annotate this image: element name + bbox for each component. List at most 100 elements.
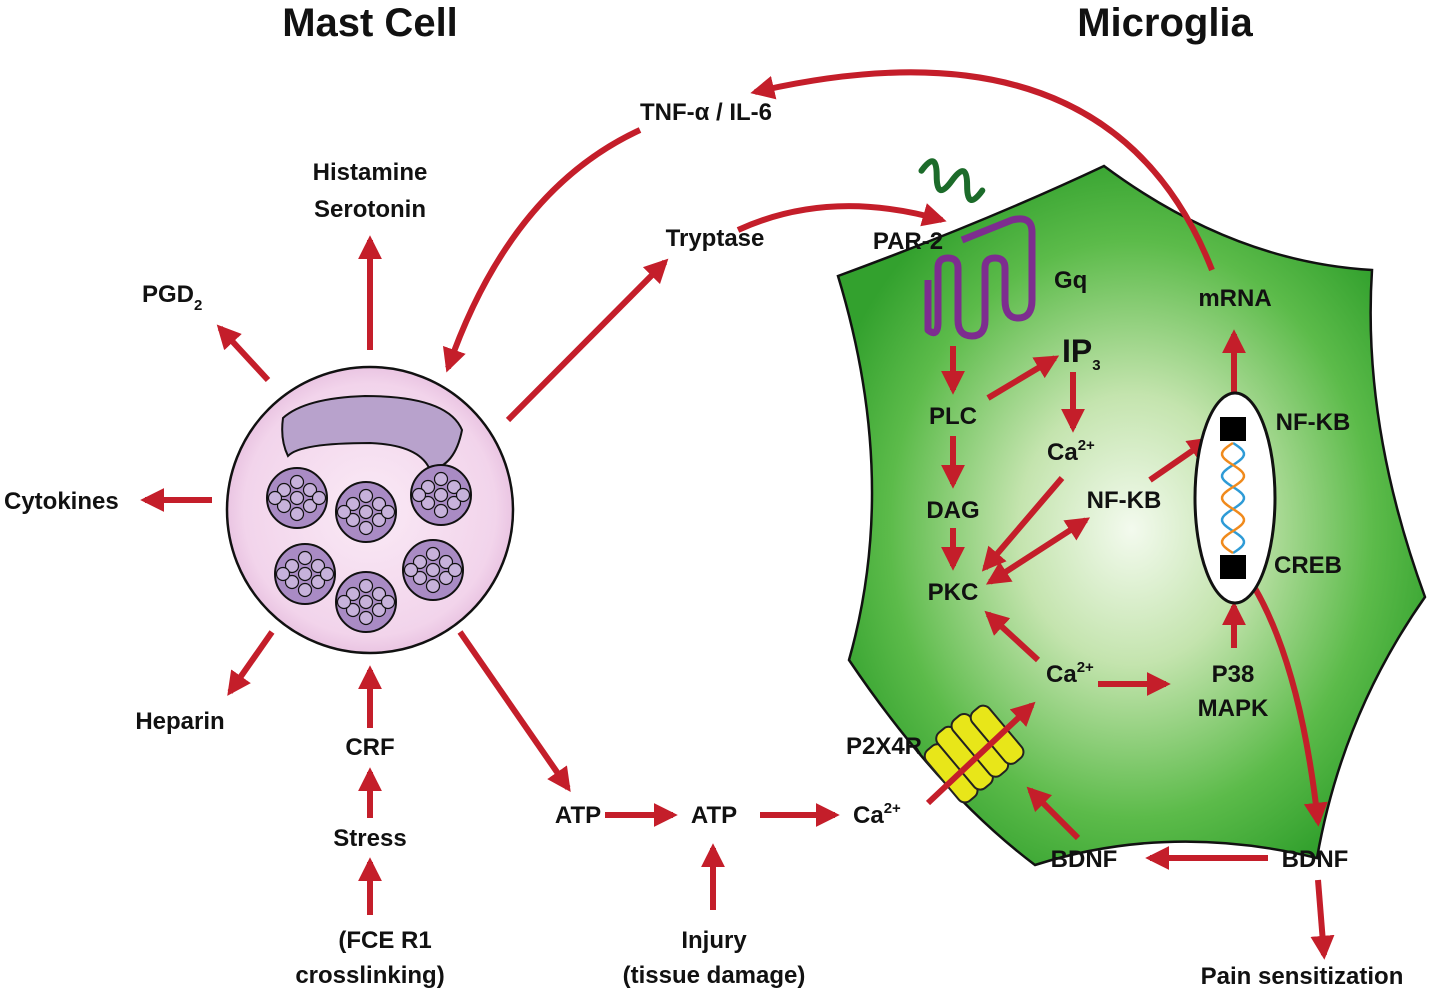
granule-vesicle xyxy=(310,558,326,574)
label-p2x4r: P2X4R xyxy=(846,733,922,760)
label-cytokines: Cytokines xyxy=(4,488,119,515)
arrow-to-pgd2 xyxy=(216,324,271,383)
granule-vesicle xyxy=(371,602,387,618)
label-plc: PLC xyxy=(929,403,977,430)
granule-vesicle xyxy=(358,578,374,594)
label-fce-line1: (FCE R1 xyxy=(338,927,431,954)
granule-vesicle xyxy=(345,512,361,528)
label-bdnf-left: BDNF xyxy=(1051,846,1118,873)
granule-vesicle xyxy=(371,496,387,512)
granule-vesicle xyxy=(425,546,441,562)
granule-vesicle xyxy=(302,482,318,498)
granule-vesicle xyxy=(275,566,291,582)
label-tryptase: Tryptase xyxy=(666,225,765,252)
granule-vesicle xyxy=(336,594,352,610)
mast-cell xyxy=(225,365,515,655)
arrow-mast-to-atp xyxy=(457,630,571,792)
p2x4r-channel-icon xyxy=(923,704,1025,804)
label-injury-line1: Injury xyxy=(681,927,747,954)
label-par2: PAR-2 xyxy=(873,228,943,255)
granule-vesicle xyxy=(433,471,449,487)
granule-vesicle xyxy=(438,570,454,586)
ligand-wave-icon xyxy=(918,158,986,203)
arrow-mast-to-tryptase xyxy=(505,258,669,423)
dna-strand xyxy=(1220,441,1246,555)
granule-vesicle xyxy=(433,487,449,503)
arrow-tnf-to-mast xyxy=(442,127,642,373)
label-pgd2: PGD2 xyxy=(142,281,202,314)
granule-vesicle xyxy=(403,562,419,578)
arrow-tryptase-to-par2 xyxy=(736,203,947,233)
arrow-bdnf-to-pain xyxy=(1310,879,1335,960)
granule-vesicle xyxy=(425,562,441,578)
granule-vesicle xyxy=(371,512,387,528)
granule-vesicle xyxy=(358,520,374,536)
label-injury-line2: (tissue damage) xyxy=(623,962,806,989)
label-serotonin: Serotonin xyxy=(314,196,426,223)
granule-vesicle xyxy=(319,566,335,582)
label-nfkb-mid: NF-KB xyxy=(1087,487,1162,514)
label-fce-line2: crosslinking) xyxy=(295,962,444,989)
label-p38: P38 xyxy=(1212,661,1255,688)
arrow-nfkb-to-nucleus xyxy=(1148,437,1212,483)
label-creb: CREB xyxy=(1274,552,1342,579)
nucleus-top-block xyxy=(1220,417,1246,441)
microglia-nucleus xyxy=(1193,391,1277,605)
granule-vesicle xyxy=(380,594,396,610)
label-ca-inside: Ca2+ xyxy=(1046,659,1094,688)
granule-vesicle xyxy=(358,594,374,610)
granule-vesicle xyxy=(455,487,471,503)
label-ca-ip3: Ca2+ xyxy=(1047,437,1095,466)
arrow-ca-through-p2x4r xyxy=(925,701,1036,806)
granule-vesicle xyxy=(310,574,326,590)
granule-vesicle xyxy=(345,496,361,512)
granule-vesicle xyxy=(284,574,300,590)
label-atp-2: ATP xyxy=(691,802,737,829)
label-mapk: MAPK xyxy=(1198,695,1269,722)
granule-vesicle xyxy=(345,602,361,618)
granule-vesicle xyxy=(311,490,327,506)
label-stress: Stress xyxy=(333,825,406,852)
granule-vesicle xyxy=(358,610,374,626)
label-bdnf-right: BDNF xyxy=(1282,846,1349,873)
label-nfkb-nucleus: NF-KB xyxy=(1276,409,1351,436)
arrow-creb-to-bdnf xyxy=(1247,578,1328,827)
arrow-bdnf-to-p2x4r xyxy=(1026,786,1081,841)
granule-vesicle xyxy=(297,566,313,582)
granule-vesicle xyxy=(371,586,387,602)
label-dag: DAG xyxy=(926,497,979,524)
title-mast-cell: Mast Cell xyxy=(282,1,458,45)
arrow-pkc-nfkb xyxy=(985,517,1091,585)
granule-vesicle xyxy=(438,554,454,570)
label-ip3: IP3 xyxy=(1062,333,1101,374)
granule-vesicle xyxy=(297,582,313,598)
nucleus-bottom-block xyxy=(1220,555,1246,579)
granule-vesicle xyxy=(380,504,396,520)
granule-vesicle xyxy=(412,554,428,570)
granule-vesicle xyxy=(358,488,374,504)
dna-strand xyxy=(1220,441,1246,555)
label-atp-1: ATP xyxy=(555,802,601,829)
granule-vesicle xyxy=(276,498,292,514)
granule-vesicle xyxy=(289,474,305,490)
granule-vesicle xyxy=(425,578,441,594)
label-ca-outside: Ca2+ xyxy=(853,800,901,829)
label-histamine: Histamine xyxy=(313,159,428,186)
label-pkc: PKC xyxy=(928,579,979,606)
granule-vesicle xyxy=(420,479,436,495)
granule-vesicle xyxy=(358,504,374,520)
granule-vesicle xyxy=(412,570,428,586)
granule-vesicle xyxy=(433,503,449,519)
granule-vesicle xyxy=(302,498,318,514)
label-heparin: Heparin xyxy=(135,708,224,735)
par2-receptor-icon xyxy=(924,215,1036,340)
label-crf: CRF xyxy=(345,734,394,761)
granule-vesicle xyxy=(447,562,463,578)
granule-vesicle xyxy=(336,504,352,520)
granule-vesicle xyxy=(411,487,427,503)
granule-vesicle xyxy=(289,506,305,522)
granule-vesicle xyxy=(297,550,313,566)
arrows xyxy=(140,69,1335,960)
arrow-mrna-to-tnf xyxy=(750,69,1215,272)
